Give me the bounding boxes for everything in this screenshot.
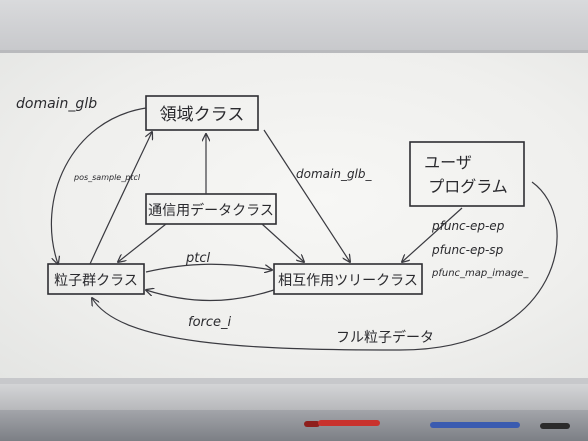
edge-comm-to-particle [118, 223, 167, 262]
edge-domain-to-tree [263, 129, 350, 262]
edge-particle-to-tree [145, 263, 272, 272]
wall [0, 0, 588, 50]
label-ptcl: ptcl [185, 251, 210, 266]
comm-data-class-box: 通信用データクラス [145, 193, 277, 225]
label-pfunc-ep-sp: pfunc-ep-sp [431, 243, 504, 257]
label-force-i: force_i [188, 315, 232, 330]
user-program-label-line2: プログラム [428, 177, 508, 196]
domain-class-label: 領域クラス [160, 105, 245, 125]
user-program-label-line1: ユーザ [424, 153, 472, 172]
label-pos-sample-ptcl: pos_sample_ptcl [73, 173, 141, 182]
edge-tree-to-particle [146, 290, 275, 302]
label-pfunc-map-image: pfunc_map_image_ [431, 268, 529, 279]
edge-domain-to-particle [50, 107, 147, 264]
red-marker-cap [304, 421, 320, 427]
edge-user-to-particle [92, 181, 558, 351]
particle-class-box: 粒子群クラス [47, 263, 145, 295]
label-pfunc-ep-ep: pfunc-ep-ep [431, 219, 505, 233]
red-marker [318, 420, 380, 426]
particle-class-label: 粒子群クラス [54, 273, 138, 289]
label-full-particle-data: フル粒子データ [336, 329, 434, 346]
label-domain-glb: domain_glb [16, 96, 97, 112]
user-program-box: ユーザ プログラム [409, 141, 525, 207]
domain-class-box: 領域クラス [145, 95, 259, 131]
comm-data-class-label: 通信用データクラス [148, 202, 274, 219]
marker-tray [0, 384, 588, 410]
edges [50, 107, 558, 351]
edge-comm-to-tree [261, 223, 304, 262]
edge-user-to-tree [402, 207, 463, 262]
interaction-tree-class-box: 相互作用ツリークラス [273, 263, 423, 295]
interaction-tree-class-label: 相互作用ツリークラス [278, 273, 418, 289]
black-marker [540, 423, 570, 429]
blue-marker [430, 422, 520, 428]
whiteboard [0, 50, 588, 384]
edge-particle-to-domain [89, 132, 152, 265]
label-domain-glb-underscore: domain_glb_ [296, 167, 373, 181]
